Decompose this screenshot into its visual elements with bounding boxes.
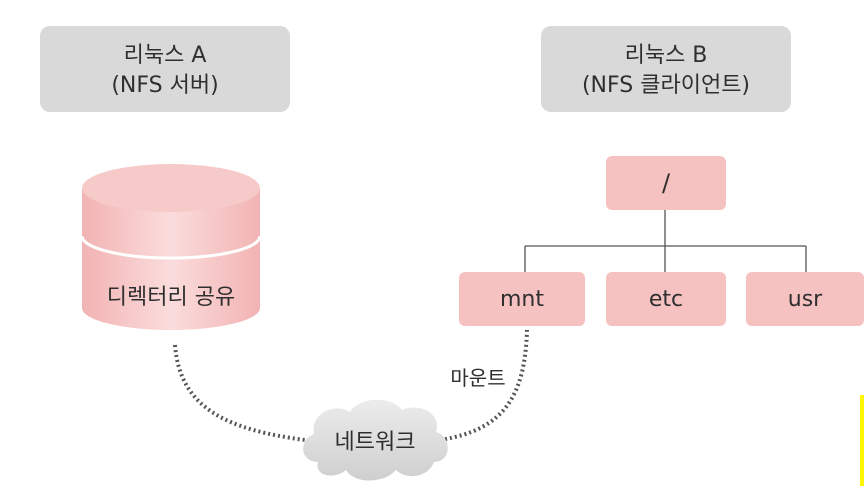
shared-directory-label: 디렉터리 공유	[107, 285, 235, 310]
client-box-title: 리눅스 B	[625, 43, 708, 68]
network-path-server	[173, 344, 306, 442]
server-box-title: 리눅스 A	[124, 43, 207, 68]
network-label: 네트워크	[335, 430, 416, 455]
server-box: 리눅스 A (NFS 서버)	[40, 26, 290, 112]
mount-label: 마운트	[450, 366, 505, 390]
tree-node-label: mnt	[500, 287, 544, 312]
tree-node-mnt: mnt	[459, 272, 585, 326]
tree-node-label: usr	[788, 287, 823, 312]
tree-root-label: /	[662, 169, 671, 197]
network-path-client	[439, 329, 529, 442]
tree-node-etc: etc	[606, 272, 726, 326]
tree-node-label: etc	[649, 287, 683, 312]
client-box-subtitle: (NFS 클라이언트)	[582, 73, 750, 98]
client-box: 리눅스 B (NFS 클라이언트)	[541, 26, 791, 112]
tree-root-node: /	[606, 156, 726, 210]
tree-connectors	[524, 208, 807, 272]
shared-directory-cylinder: 디렉터리 공유	[80, 164, 262, 330]
server-box-subtitle: (NFS 서버)	[111, 73, 218, 98]
tree-node-usr: usr	[746, 272, 864, 326]
yellow-accent-strip	[860, 395, 864, 486]
network-cloud: 네트워크	[303, 399, 448, 481]
